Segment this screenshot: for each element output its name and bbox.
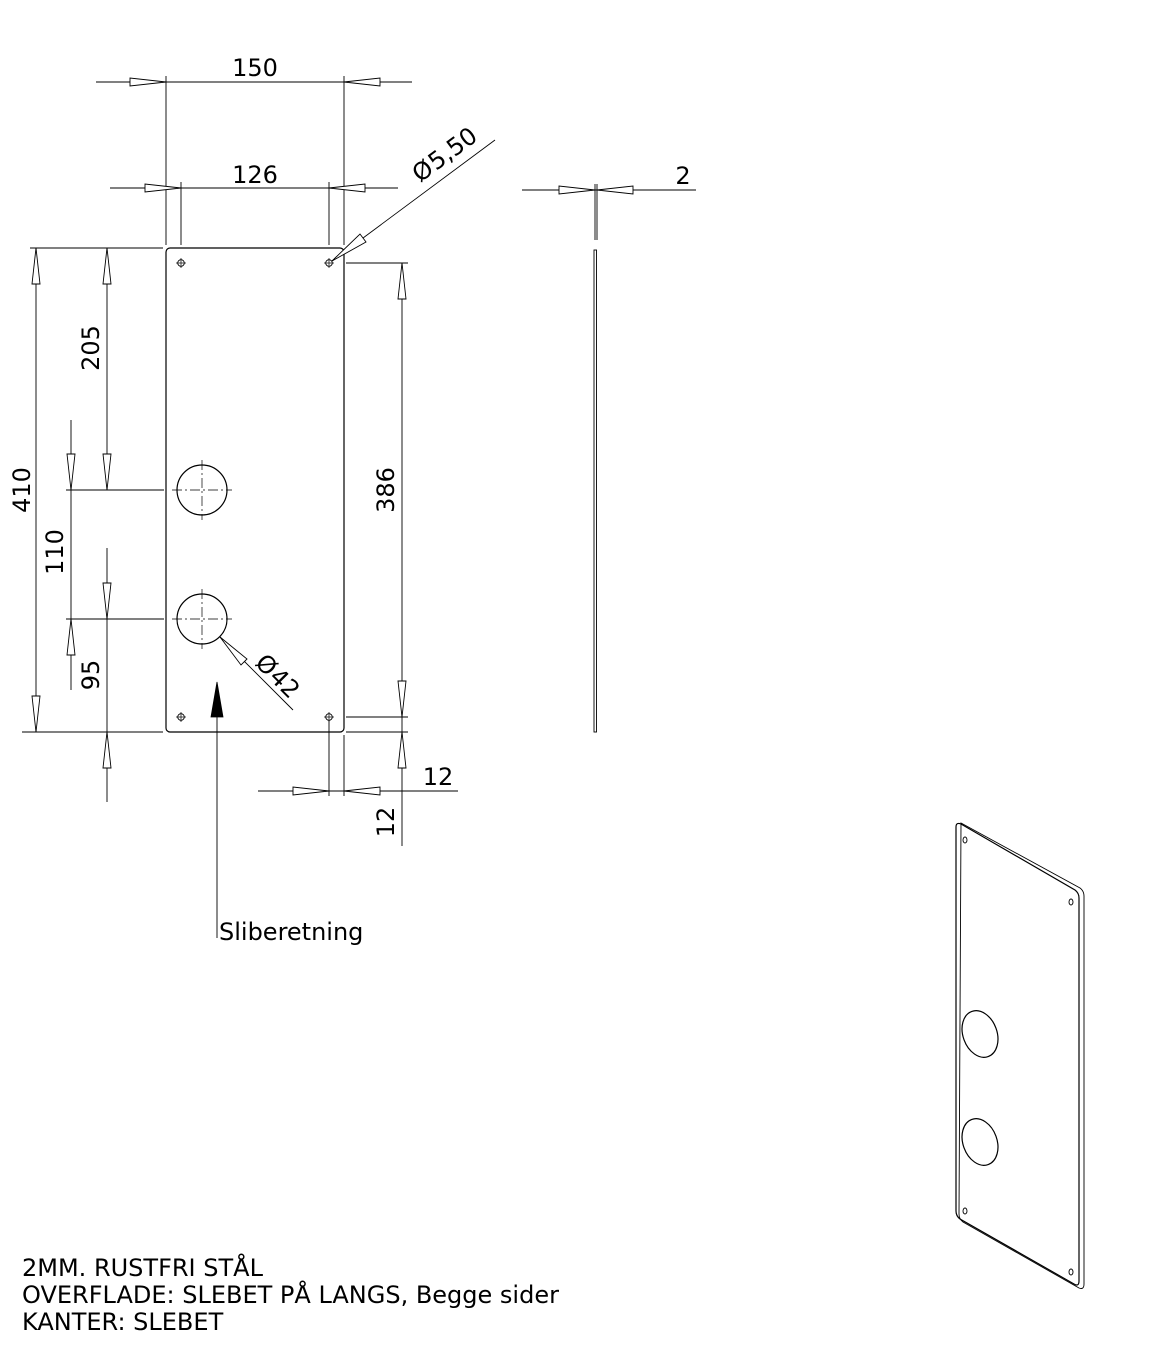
mounting-hole-top-left <box>176 258 186 268</box>
dimension-thickness: 2 <box>522 162 696 195</box>
dimension-12-horizontal-label: 12 <box>423 763 454 791</box>
side-view-plate <box>593 249 597 733</box>
dimension-2-label: 2 <box>675 162 690 190</box>
dimension-386: 386 <box>346 262 408 718</box>
dimension-110: 110 <box>41 420 164 690</box>
dimension-12-horizontal: 12 <box>258 720 458 796</box>
dimension-386-label: 386 <box>372 467 400 513</box>
isometric-large-hole-lower <box>961 1118 999 1166</box>
isometric-small-hole-4 <box>1068 1268 1074 1276</box>
dimension-large-hole-diameter: Ø 42 <box>219 636 305 711</box>
isometric-large-hole-upper <box>961 1010 999 1058</box>
dimension-410: 410 <box>8 247 163 733</box>
side-view: 2 <box>522 162 696 733</box>
dimension-95-label: 95 <box>77 660 105 691</box>
dimension-410-label: 410 <box>8 467 36 513</box>
isometric-view <box>955 822 1085 1289</box>
grinding-direction-arrowhead <box>210 681 224 718</box>
mounting-hole-bottom-left <box>176 712 186 722</box>
note-edges: KANTER: SLEBET <box>22 1308 224 1336</box>
mounting-hole-top-right <box>324 258 334 268</box>
front-view <box>165 247 345 733</box>
drawing-notes: 2MM. RUSTFRI STÅL OVERFLADE: SLEBET PÅ L… <box>22 1255 559 1336</box>
dimension-150: 150 <box>96 54 412 245</box>
isometric-small-hole-3 <box>962 1207 968 1215</box>
dimension-150-label: 150 <box>232 54 278 82</box>
dimension-205: 205 <box>77 247 112 491</box>
note-material: 2MM. RUSTFRI STÅL <box>22 1254 263 1282</box>
large-hole-upper <box>172 460 232 520</box>
dimension-12-vertical: 12 <box>346 717 408 846</box>
isometric-small-hole-2 <box>1068 898 1074 906</box>
dimension-110-label: 110 <box>41 529 69 575</box>
isometric-plate-front <box>955 822 1080 1286</box>
grinding-direction-label: Sliberetning <box>219 918 363 946</box>
isometric-small-hole-1 <box>962 836 968 844</box>
plate-outline <box>165 247 345 733</box>
dimension-126-label: 126 <box>232 161 278 189</box>
dimension-205-label: 205 <box>77 325 105 371</box>
dimension-126: 126 <box>110 161 398 245</box>
dimension-95: 95 <box>77 548 112 802</box>
dimension-12-vertical-label: 12 <box>372 807 400 838</box>
note-surface: OVERFLADE: SLEBET PÅ LANGS, Begge sider <box>22 1281 559 1309</box>
large-hole-lower <box>172 589 232 649</box>
grinding-direction-arrow: Sliberetning <box>210 681 363 946</box>
